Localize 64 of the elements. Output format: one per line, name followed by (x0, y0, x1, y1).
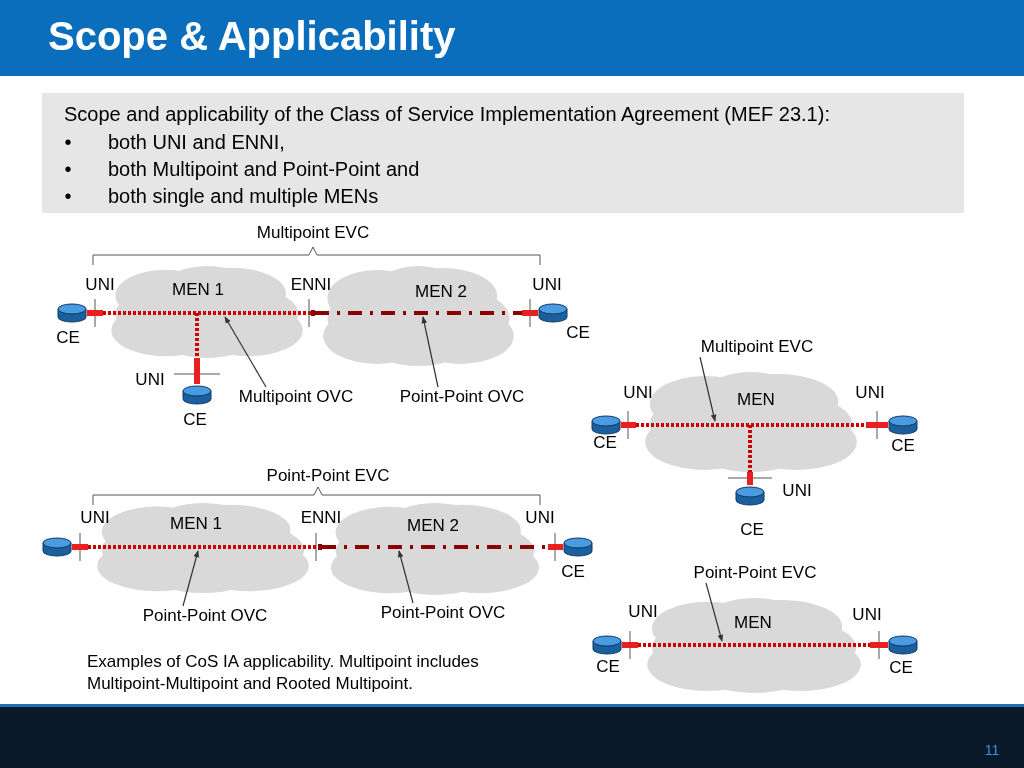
interface-label: UNI (628, 602, 658, 622)
device-label: CE (593, 433, 617, 453)
leader-line (699, 356, 717, 422)
cloud-label: MEN 2 (415, 282, 467, 302)
interface-label: UNI (525, 508, 555, 528)
access-link (747, 472, 753, 485)
cloud-label: MEN 1 (170, 514, 222, 534)
interface-label: UNI (135, 370, 165, 390)
cloud-label: MEN (737, 390, 775, 410)
bullet-mark: • (64, 130, 72, 154)
device-label: CE (889, 658, 913, 678)
callout-text: Point-Point EVC (693, 563, 817, 583)
device-label: CE (596, 657, 620, 677)
cloud-label: MEN (734, 613, 772, 633)
bullet-item: both UNI and ENNI, (108, 130, 286, 155)
leader-line (705, 582, 723, 642)
device-label: CE (740, 520, 764, 540)
callout-text: Point-Point OVC (399, 387, 525, 407)
slide-title: Scope & Applicability (48, 14, 456, 59)
device-label: CE (566, 323, 590, 343)
device-label: CE (561, 562, 585, 582)
access-link (311, 310, 315, 316)
access-link (870, 642, 888, 648)
panel-heading: Scope and applicability of the Class of Service Implementation Agreement (MEF 23.1): (64, 102, 831, 127)
access-link (194, 358, 200, 384)
access-link (522, 310, 538, 316)
device-label: CE (56, 328, 80, 348)
interface-label: UNI (532, 275, 562, 295)
interface-label: UNI (852, 605, 882, 625)
bullet-mark: • (64, 184, 72, 208)
page-number: 11 (984, 742, 1000, 758)
interface-label: UNI (782, 481, 812, 501)
bullet-item: both single and multiple MENs (108, 184, 380, 209)
leader-line (224, 316, 267, 388)
device-label: CE (183, 410, 207, 430)
interface-label: ENNI (290, 275, 332, 295)
bullet-item: both Multipoint and Point-Point and (108, 157, 421, 182)
leader-line (397, 550, 414, 604)
interface-label: UNI (85, 275, 115, 295)
caption-text: Examples of CoS IA applicability. Multipoint includes Multipoint-Multipoint and Rooted Multipoint. (87, 651, 480, 695)
leader-line (421, 316, 439, 388)
interface-label: Point-Point EVC (266, 466, 390, 486)
callout-text: Point-Point OVC (142, 606, 268, 626)
access-link (621, 422, 636, 428)
bullet-mark: • (64, 157, 72, 181)
callout-text: Multipoint OVC (238, 387, 354, 407)
access-link (622, 642, 638, 648)
access-link (87, 310, 103, 316)
access-link (318, 544, 322, 550)
cloud-label: MEN 1 (172, 280, 224, 300)
interface-label: UNI (623, 383, 653, 403)
text-panel (42, 93, 964, 213)
interface-label: UNI (80, 508, 110, 528)
callout-text: Multipoint EVC (700, 337, 814, 357)
access-link (72, 544, 88, 550)
access-link (548, 544, 563, 550)
leader-line (182, 550, 200, 607)
cloud-label: MEN 2 (407, 516, 459, 536)
interface-label: UNI (855, 383, 885, 403)
interface-label: Multipoint EVC (256, 223, 370, 243)
access-link (866, 422, 888, 428)
device-label: CE (891, 436, 915, 456)
callout-text: Point-Point OVC (380, 603, 506, 623)
interface-label: ENNI (300, 508, 342, 528)
